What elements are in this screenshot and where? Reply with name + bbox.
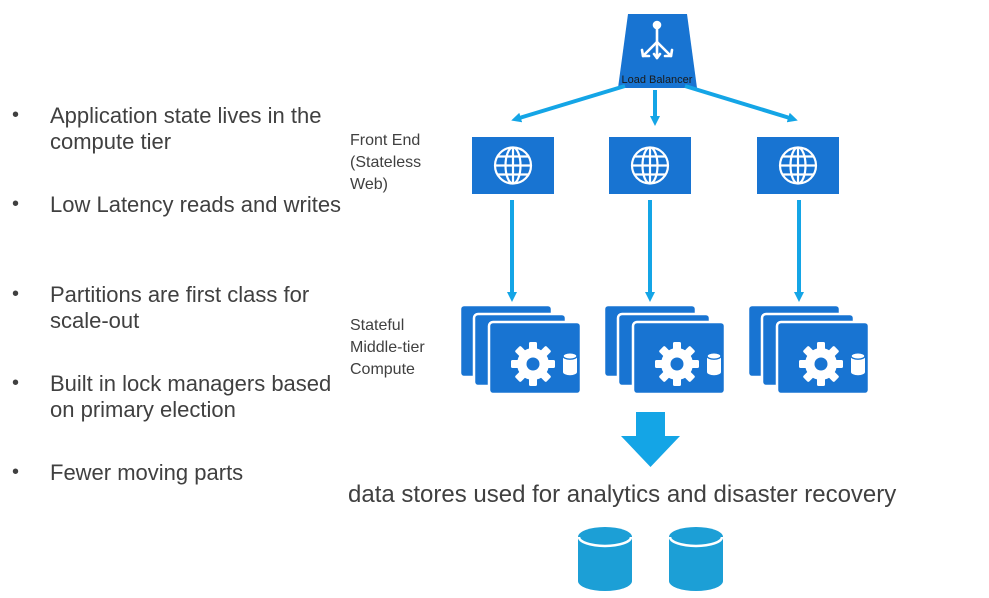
front-end-label: Front End (Stateless Web) (350, 132, 422, 193)
bullet-text: Fewer moving parts (50, 460, 244, 485)
web-tile-1 (470, 135, 556, 196)
bullet-marker: • (12, 104, 20, 126)
load-balancer-arrows (511, 84, 798, 126)
bullet-marker: • (12, 461, 20, 483)
bullet-list: • Application state lives in the compute… (0, 0, 341, 598)
compute-stack-2 (602, 303, 727, 396)
load-balancer-icon (618, 14, 697, 88)
compute-stack-1 (458, 303, 583, 396)
bullet-marker: • (12, 372, 20, 394)
bullet-text: Built in lock managers based on primary … (50, 371, 332, 422)
globe-icon (755, 135, 841, 196)
compute-stack-3 (746, 303, 871, 396)
bullet-text: Partitions are first class for scale-out (50, 282, 310, 333)
load-balancer-label: Load Balancer (622, 74, 693, 86)
globe-icon (607, 135, 693, 196)
middle-tier-label: Stateful Middle-tier Compute (350, 317, 425, 378)
database-icon (667, 525, 725, 593)
frontend-arrows (507, 200, 804, 302)
database-icon (576, 525, 634, 593)
web-tile-3 (755, 135, 841, 196)
bullet-marker: • (12, 193, 20, 215)
web-tile-2 (607, 135, 693, 196)
globe-icon (470, 135, 556, 196)
bullet-marker: • (12, 283, 20, 305)
arrow-lb-to-web-3 (684, 84, 798, 123)
down-arrow-icon (621, 412, 680, 467)
bullet-text: Application state lives in the compute t… (50, 103, 322, 154)
bullet-text: Low Latency reads and writes (50, 192, 342, 217)
arrow-lb-to-web-1 (511, 84, 626, 123)
datastores-caption: data stores used for analytics and disas… (348, 481, 897, 508)
